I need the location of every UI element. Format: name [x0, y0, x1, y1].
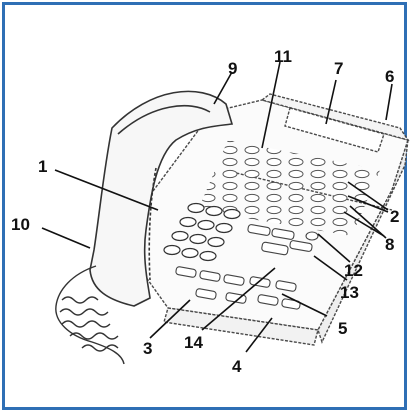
callout-3: 3 [143, 339, 152, 358]
callout-12: 12 [344, 261, 363, 280]
callout-14: 14 [184, 333, 203, 352]
function-keys [175, 224, 319, 310]
coiled-cord [55, 265, 125, 365]
callout-2: 2 [390, 207, 399, 226]
callout-5: 5 [338, 319, 347, 338]
callout-1: 1 [38, 157, 47, 176]
callout-13: 13 [340, 283, 359, 302]
callout-6: 6 [385, 67, 394, 86]
handset [89, 90, 234, 307]
callout-8: 8 [385, 235, 394, 254]
callout-labels: 1 2 3 4 5 6 7 8 9 10 11 12 13 14 [11, 47, 399, 376]
callout-9: 9 [228, 59, 237, 78]
feature-key-field [198, 140, 380, 236]
callout-11: 11 [274, 47, 292, 66]
dial-pad [163, 202, 241, 262]
callout-4: 4 [232, 357, 242, 376]
callout-10: 10 [11, 215, 30, 234]
leader-lines [41, 61, 393, 353]
callout-7: 7 [334, 59, 343, 78]
